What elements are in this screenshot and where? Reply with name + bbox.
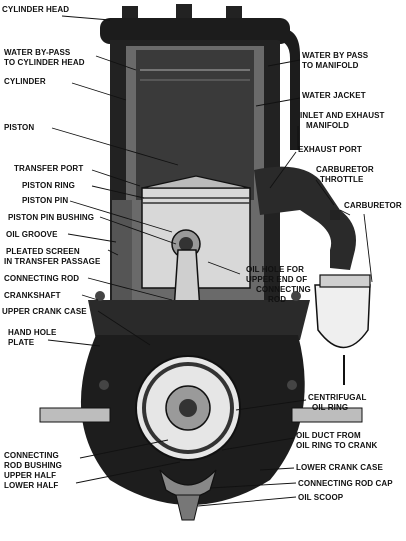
label-connecting-rod: CONNECTING ROD [4, 274, 79, 283]
leader-lines [47, 15, 373, 507]
label-cylinder-head: CYLINDER HEAD [2, 5, 69, 14]
label-oil-duct-2: OIL RING TO CRANK [296, 441, 378, 450]
label-carburetor-throttle-2: THROTTLE [320, 175, 364, 184]
label-crankshaft: CRANKSHAFT [4, 291, 61, 300]
label-centrifugal-oil-ring-2: OIL RING [312, 403, 348, 412]
label-water-bypass-head: WATER BY-PASS [4, 48, 71, 57]
label-pleated-screen-2: IN TRANSFER PASSAGE [4, 257, 101, 266]
label-upper-crank-case: UPPER CRANK CASE [2, 307, 87, 316]
engine-drawing [39, 4, 371, 521]
label-oil-hole-3: CONNECTING [256, 285, 311, 294]
label-exhaust-port: EXHAUST PORT [298, 145, 362, 154]
label-oil-duct: OIL DUCT FROM [296, 431, 361, 440]
cylinder-head [100, 18, 290, 44]
label-water-bypass-manifold: WATER BY PASS [302, 51, 369, 60]
label-oil-scoop: OIL SCOOP [298, 493, 344, 502]
label-carburetor-throttle: CARBURETOR [316, 165, 374, 174]
label-inlet-exhaust-manifold: INLET AND EXHAUST [300, 111, 385, 120]
label-water-bypass-head-2: TO CYLINDER HEAD [4, 58, 85, 67]
label-inlet-exhaust-manifold-2: MANIFOLD [306, 121, 349, 130]
label-oil-hole: OIL HOLE FOR [246, 265, 304, 274]
label-lower-crank-case: LOWER CRANK CASE [296, 463, 383, 472]
centrifugal-oil-ring [142, 362, 234, 454]
label-centrifugal-oil-ring: CENTRIFUGAL [308, 393, 366, 402]
labels: CYLINDER HEAD WATER BY-PASS TO CYLINDER … [2, 5, 402, 502]
label-cylinder: CYLINDER [4, 77, 46, 86]
label-piston-ring: PISTON RING [22, 181, 75, 190]
label-water-jacket: WATER JACKET [302, 91, 366, 100]
exhaust-manifold [254, 166, 356, 270]
label-piston: PISTON [4, 123, 34, 132]
label-transfer-port: TRANSFER PORT [14, 164, 83, 173]
label-connecting-rod-bushing: CONNECTING [4, 451, 59, 460]
label-connecting-rod-cap: CONNECTING ROD CAP [298, 479, 393, 488]
label-hand-hole-plate: HAND HOLE [8, 328, 57, 337]
label-oil-hole-4: ROD [268, 295, 286, 304]
label-upper-half: UPPER HALF [4, 471, 56, 480]
label-carburetor: CARBURETOR [344, 201, 402, 210]
carburetor-bowl [314, 284, 371, 349]
label-connecting-rod-bushing-2: ROD BUSHING [4, 461, 62, 470]
label-lower-half: LOWER HALF [4, 481, 58, 490]
label-hand-hole-plate-2: PLATE [8, 338, 35, 347]
label-oil-hole-2: UPPER END OF [246, 275, 307, 284]
label-oil-groove: OIL GROOVE [6, 230, 58, 239]
label-piston-pin-bushing: PISTON PIN BUSHING [8, 213, 94, 222]
cylinder-bore [136, 50, 254, 200]
label-piston-pin: PISTON PIN [22, 196, 68, 205]
upper-crank-case [88, 300, 310, 340]
oil-scoop-shape [175, 494, 201, 521]
label-water-bypass-manifold-2: TO MANIFOLD [302, 61, 359, 70]
label-pleated-screen: PLEATED SCREEN [6, 247, 80, 256]
